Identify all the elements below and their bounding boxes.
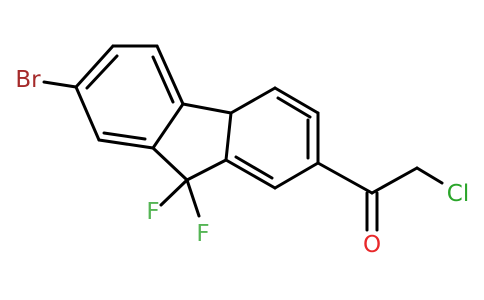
bond-right-ring-1 <box>229 86 277 115</box>
bond-left-ring-4 <box>151 102 185 150</box>
bond-carbon-fluorine-1 <box>159 178 189 207</box>
chlorine-atom-label: Cl <box>447 181 469 207</box>
bond-five-ring-3 <box>185 158 228 182</box>
bond-methylene-chlorine <box>415 166 444 185</box>
atom-labels: Br F F O Cl <box>15 67 469 258</box>
bonds <box>42 44 444 232</box>
bond-left-ring-double-3 <box>102 131 147 141</box>
bond-carbonyl-methylene <box>370 166 419 195</box>
bond-right-ring-double-3 <box>234 155 274 180</box>
bond-five-ring-4 <box>151 146 189 182</box>
bond-left-ring-1 <box>74 44 115 89</box>
bond-five-ring-2 <box>224 111 233 162</box>
fluorine-atom-label-2: F <box>196 221 209 247</box>
bond-left-ring-6 <box>74 85 101 142</box>
oxygen-atom-label: O <box>363 232 381 258</box>
bond-carbon-bromine <box>42 80 78 89</box>
bond-right-ring-5 <box>224 158 277 190</box>
bond-right-ring-4 <box>273 161 320 190</box>
bond-ring-carbonyl <box>316 161 374 195</box>
bond-left-ring-3 <box>155 44 185 106</box>
bond-right-ring-2 <box>273 86 320 115</box>
fluorine-atom-label-1: F <box>146 199 159 225</box>
bond-left-ring-double-1 <box>85 54 119 90</box>
bond-five-ring-1 <box>181 102 233 115</box>
bond-left-ring-double-2 <box>151 55 175 104</box>
bond-right-ring-double-1 <box>276 96 312 119</box>
bromine-atom-label: Br <box>15 67 41 93</box>
bond-carbon-fluorine-2 <box>185 178 201 218</box>
bond-left-ring-5 <box>97 138 155 150</box>
